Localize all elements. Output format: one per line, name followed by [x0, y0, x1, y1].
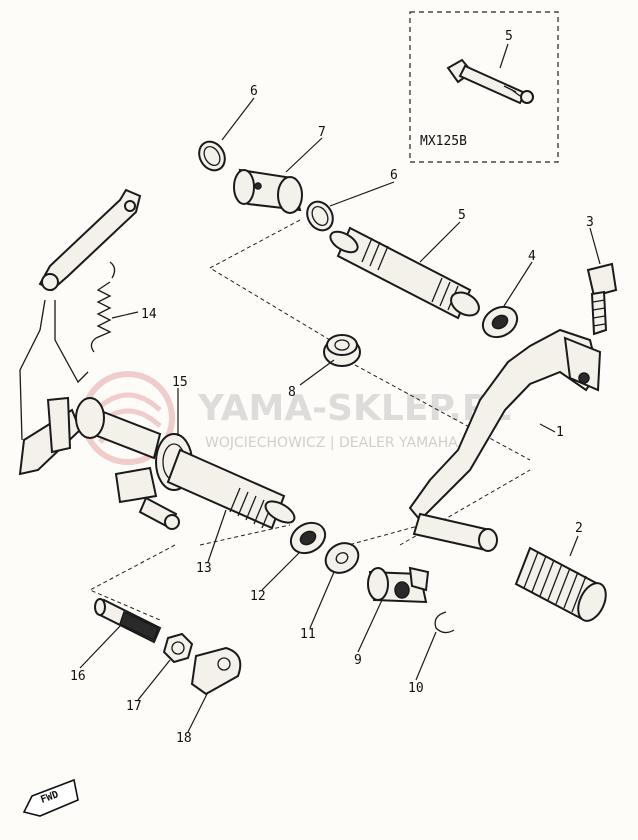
- inset-shaft-5: [446, 58, 534, 105]
- callout-6-top: 6: [250, 84, 258, 99]
- callout-1: 1: [556, 425, 564, 440]
- callout-5: 5: [458, 208, 466, 223]
- watermark-main-text: YAMA-SKLEP.PL: [197, 388, 511, 429]
- part-8-bushing: [323, 334, 361, 367]
- leader-lines: [79, 43, 601, 733]
- part-10-circlip: [434, 611, 455, 634]
- part-14-spring: [90, 261, 116, 353]
- callout-8: 8: [288, 385, 296, 400]
- callout-9: 9: [354, 653, 362, 668]
- part-6-washer-top: [198, 140, 226, 172]
- part-1-pedal-arm: [408, 328, 602, 552]
- callout-16: 16: [70, 669, 86, 684]
- callout-5-inset: 5: [505, 29, 513, 44]
- part-4-seal: [481, 305, 519, 339]
- left-bracket-assembly: [18, 188, 180, 530]
- part-9-clamp: [367, 566, 430, 604]
- watermark-sub-text: WOJCIECHOWICZ | DEALER YAMAHA: [205, 435, 458, 451]
- inset-border: [409, 11, 559, 163]
- watermark: YAMA-SKLEP.PL WOJCIECHOWICZ | DEALER YAM…: [81, 371, 511, 465]
- callout-7: 7: [318, 125, 326, 140]
- callout-3: 3: [586, 215, 594, 230]
- part-6-washer-mid: [306, 200, 334, 232]
- callout-11: 11: [300, 627, 316, 642]
- callout-14: 14: [141, 307, 157, 322]
- callout-4: 4: [528, 249, 536, 264]
- callout-15: 15: [172, 375, 188, 390]
- callout-13: 13: [196, 561, 212, 576]
- callouts: 5 6 7 6 5 3 4 14 8 15 1 2 13 12 11 9 10 …: [70, 29, 594, 746]
- part-12-seal: [289, 521, 327, 555]
- part-11-washer: [324, 542, 360, 574]
- part-5-shaft: [329, 226, 480, 320]
- part-18-plate: [190, 646, 242, 696]
- fwd-arrow-icon: [22, 778, 79, 817]
- callout-18: 18: [176, 731, 192, 746]
- part-3-bolt: [586, 262, 618, 336]
- part-17-nut: [162, 632, 194, 664]
- callout-2: 2: [575, 521, 583, 536]
- part-7-collar: [233, 168, 303, 214]
- part-16-pin: [94, 598, 162, 644]
- inset-label: MX125B: [420, 134, 467, 149]
- inset-box: MX125B: [409, 11, 559, 163]
- fwd-direction-marker: FWD: [22, 778, 79, 817]
- part-13-shaft: [166, 448, 296, 530]
- callout-12: 12: [250, 589, 266, 604]
- part-2-rubber: [514, 546, 607, 622]
- callout-17: 17: [126, 699, 142, 714]
- callout-10: 10: [408, 681, 424, 696]
- callout-6-mid: 6: [390, 168, 398, 183]
